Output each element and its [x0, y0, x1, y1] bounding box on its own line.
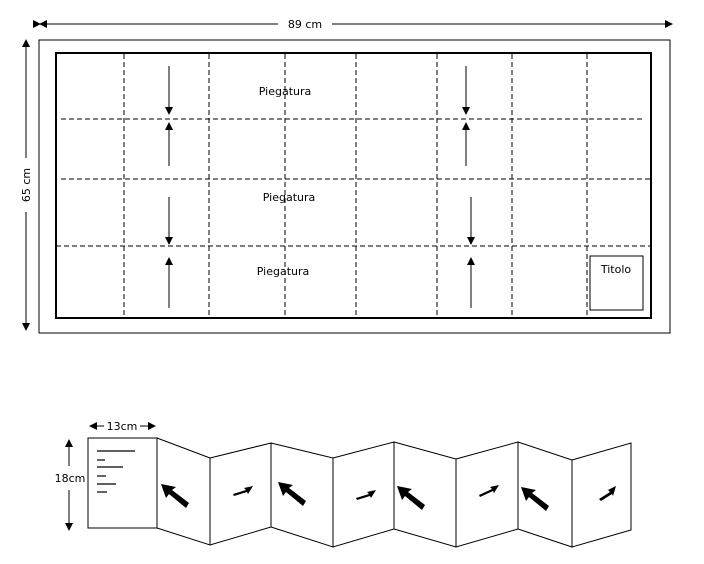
- large-arrow-icon: [397, 486, 425, 510]
- panel: [270, 442, 334, 548]
- height-label: 65 cm: [20, 168, 33, 202]
- small-arrow-icon: [599, 486, 616, 501]
- panel-width-label: 13cm: [107, 420, 138, 433]
- panel: [332, 441, 395, 548]
- small-arrow-icon: [233, 486, 253, 496]
- panel-arrows: [161, 482, 616, 511]
- fold-label: Piegatura: [263, 191, 316, 204]
- panel-height-label: 18cm: [55, 472, 86, 485]
- title-box: [589, 255, 644, 311]
- fold-lines: [56, 54, 651, 317]
- cover-text-lines: [97, 450, 135, 493]
- small-arrow-icon: [479, 485, 499, 497]
- large-arrow-icon: [161, 484, 189, 508]
- panel-width-dimension: 13cm: [89, 420, 156, 433]
- fold-arrows: [165, 66, 475, 308]
- panel: [455, 441, 519, 548]
- width-dimension: 89 cm: [33, 18, 673, 31]
- small-arrow-icon: [356, 490, 376, 500]
- panel: [571, 442, 632, 548]
- large-arrow-icon: [278, 482, 306, 506]
- panel-height-dimension: 18cm: [55, 439, 86, 531]
- width-label: 89 cm: [288, 18, 322, 31]
- accordion-booklet: [87, 437, 632, 548]
- large-arrow-icon: [521, 487, 549, 511]
- title-box-label: Titolo: [600, 263, 632, 276]
- height-dimension: 65 cm: [20, 39, 33, 331]
- fold-label: Piegatura: [257, 265, 310, 278]
- outer-sheet: [38, 39, 671, 334]
- cover-panel: [87, 437, 158, 529]
- inner-sheet: [55, 52, 652, 319]
- fold-label: Piegatura: [259, 85, 312, 98]
